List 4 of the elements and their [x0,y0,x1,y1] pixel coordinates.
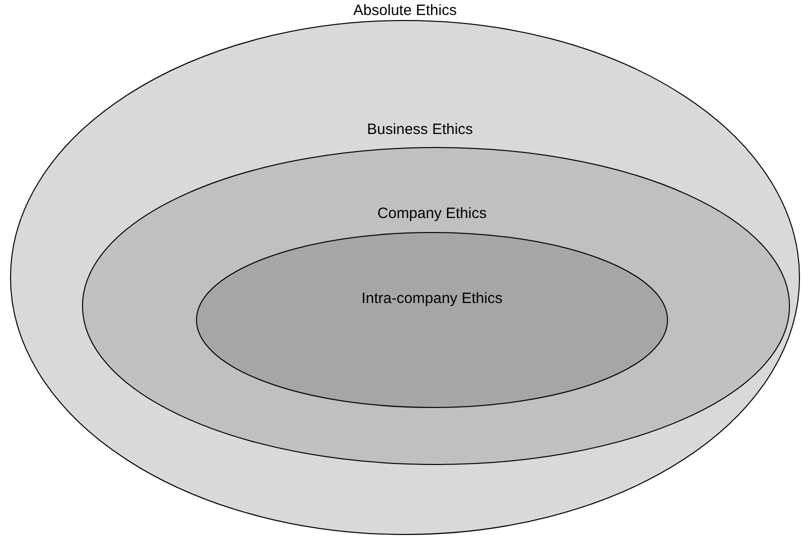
region-label: Intra-company Ethics [362,290,502,308]
region-label: Absolute Ethics [353,2,457,20]
region-label: Business Ethics [367,121,473,139]
region-label: Company Ethics [377,205,487,223]
